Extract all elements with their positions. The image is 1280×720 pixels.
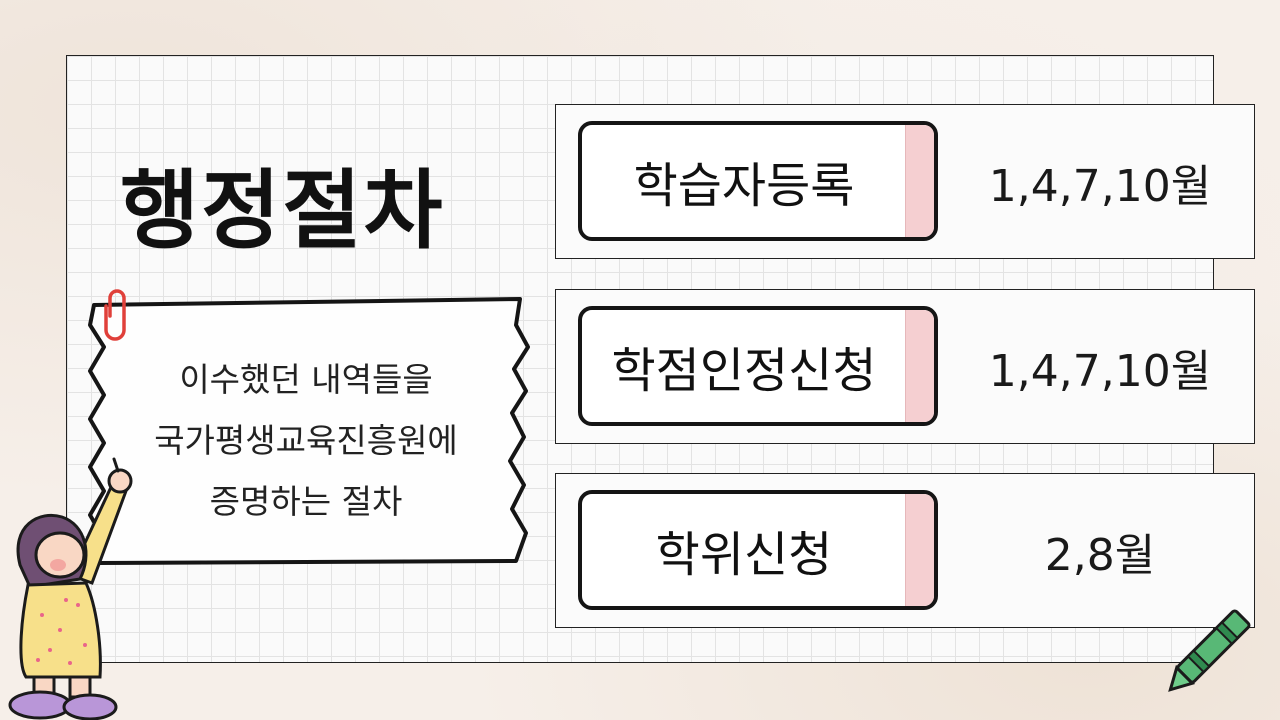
step-row-2: 학점인정신청 1,4,7,10월 — [555, 289, 1255, 444]
step-label-box-1: 학습자등록 — [578, 121, 938, 241]
crayon-tip-accent — [905, 494, 934, 606]
page-title: 행정절차 — [120, 161, 445, 261]
step-label-box-2: 학점인정신청 — [578, 306, 938, 426]
step-label-2: 학점인정신청 — [611, 343, 877, 399]
step-period-2: 1,4,7,10월 — [988, 345, 1212, 397]
description-note: 이수했던 내역들을 국가평생교육진흥원에 증명하는 절차 — [84, 295, 530, 567]
girl-pointing-illustration — [8, 457, 133, 720]
step-label-box-3: 학위신청 — [578, 490, 938, 610]
crayon-tip-accent — [905, 310, 934, 422]
note-line-2: 국가평생교육진흥원에 — [154, 421, 458, 460]
step-row-1: 학습자등록 1,4,7,10월 — [555, 104, 1255, 259]
note-line-3: 증명하는 절차 — [209, 482, 403, 521]
paperclip-icon — [104, 289, 126, 341]
torn-paper-shape — [88, 297, 530, 565]
crayon-tip-accent — [905, 125, 934, 237]
step-period-1: 1,4,7,10월 — [988, 160, 1212, 212]
step-row-3: 학위신청 2,8월 — [555, 473, 1255, 628]
step-period-3: 2,8월 — [1044, 529, 1156, 581]
step-label-1: 학습자등록 — [633, 158, 855, 214]
step-label-3: 학위신청 — [655, 527, 833, 583]
note-line-1: 이수했던 내역들을 — [179, 360, 433, 399]
green-crayon-icon — [1168, 609, 1251, 692]
